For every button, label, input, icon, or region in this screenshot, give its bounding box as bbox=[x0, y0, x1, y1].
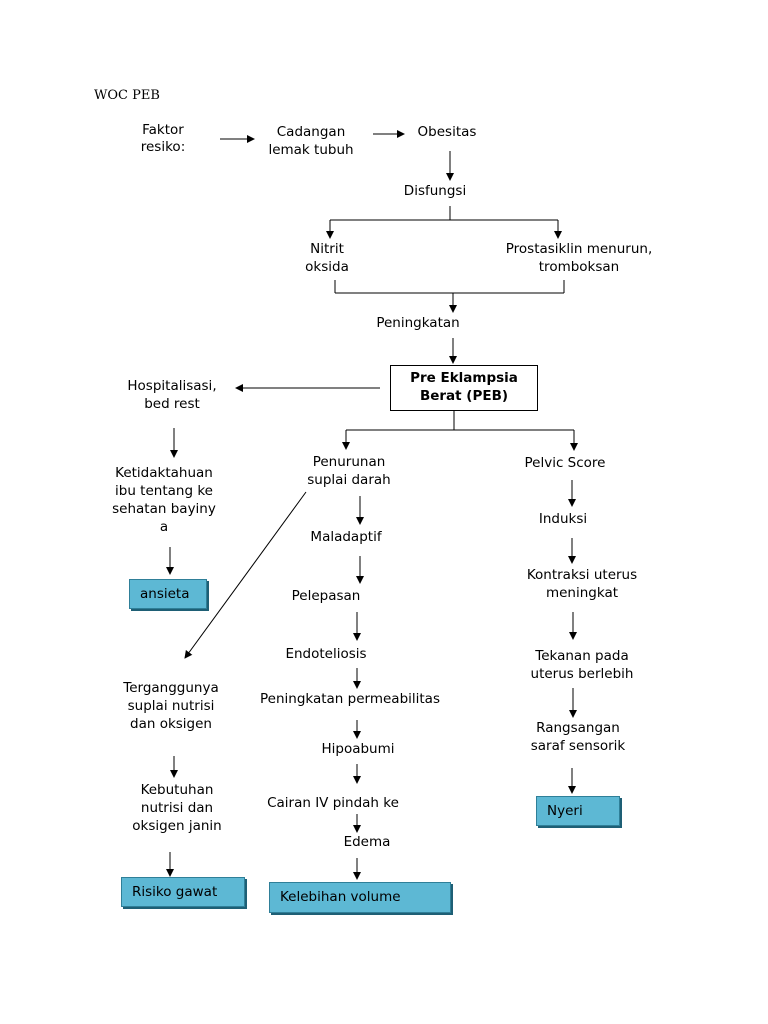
node-pre-eklampsia-berat: Pre Eklampsia Berat (PEB) bbox=[390, 365, 538, 411]
outcome-kelebihan-volume: Kelebihan volume bbox=[269, 882, 451, 913]
node-peningkatan-permeabilitas: Peningkatan permeabilitas bbox=[259, 691, 440, 707]
node-nitrit-oksida: Nitrit oksida bbox=[305, 241, 349, 275]
node-hipoabumi: Hipoabumi bbox=[321, 741, 395, 757]
node-penurunan-suplai: Penurunan suplai darah bbox=[307, 454, 391, 488]
node-induksi: Induksi bbox=[538, 511, 588, 527]
outcome-nyeri: Nyeri bbox=[536, 796, 620, 826]
node-pelepasan: Pelepasan bbox=[291, 588, 361, 604]
node-tekanan-uterus: Tekanan pada uterus berlebih bbox=[530, 648, 634, 682]
outcome-ansieta: ansieta bbox=[129, 579, 207, 609]
node-cairan-iv: Cairan IV pindah ke bbox=[267, 795, 399, 811]
node-ketidaktahuan: Ketidaktahuan ibu tentang kesehatan bayi… bbox=[112, 465, 216, 535]
node-terganggunya-suplai: Terganggunya suplai nutrisi dan oksigen bbox=[123, 680, 219, 732]
node-peningkatan: Peningkatan bbox=[376, 315, 460, 331]
node-kontraksi-uterus: Kontraksi uterus meningkat bbox=[526, 567, 638, 601]
node-faktor-resiko: Faktor resiko: bbox=[140, 122, 186, 155]
node-prostasiklin: Prostasiklin menurun, tromboksan bbox=[505, 241, 653, 275]
node-cadangan-lemak: Cadangan lemak tubuh bbox=[268, 124, 354, 158]
node-obesitas: Obesitas bbox=[417, 124, 477, 140]
node-maladaptif: Maladaptif bbox=[310, 529, 382, 545]
node-edema: Edema bbox=[343, 834, 391, 850]
node-hospitalisasi: Hospitalisasi, bed rest bbox=[127, 378, 217, 412]
node-rangsangan-saraf: Rangsangan saraf sensorik bbox=[530, 720, 626, 754]
diagram-title: WOC PEB bbox=[94, 88, 160, 103]
outcome-risiko-gawat: Risiko gawat bbox=[121, 877, 245, 907]
node-endoteliosis: Endoteliosis bbox=[285, 646, 367, 662]
node-pelvic-score: Pelvic Score bbox=[524, 455, 606, 471]
node-disfungsi: Disfungsi bbox=[403, 183, 467, 199]
node-kebutuhan-nutrisi: Kebutuhan nutrisi dan oksigen janin bbox=[132, 782, 222, 834]
